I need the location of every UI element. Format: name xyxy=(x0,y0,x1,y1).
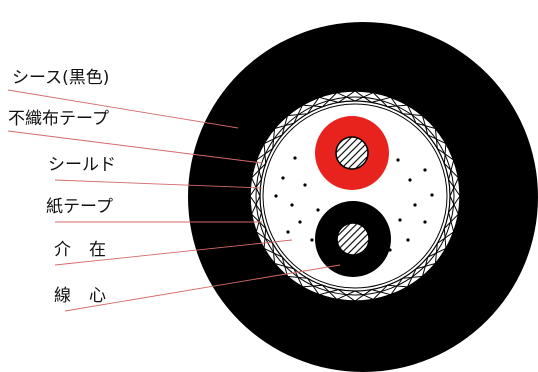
red-core xyxy=(315,116,389,190)
label-filler: 介在 xyxy=(54,240,124,260)
paper-tape-ring xyxy=(262,103,448,289)
label-shield: シールド xyxy=(48,155,116,175)
leader-lines xyxy=(7,89,341,312)
label-sheath: シース(黒色) xyxy=(12,68,110,88)
black-core xyxy=(315,201,391,277)
label-paper-tape: 紙テープ xyxy=(46,197,113,217)
shield-braid xyxy=(249,90,461,302)
label-nonwoven-tape: 不織布テープ xyxy=(8,109,109,129)
label-core: 線心 xyxy=(54,286,124,306)
